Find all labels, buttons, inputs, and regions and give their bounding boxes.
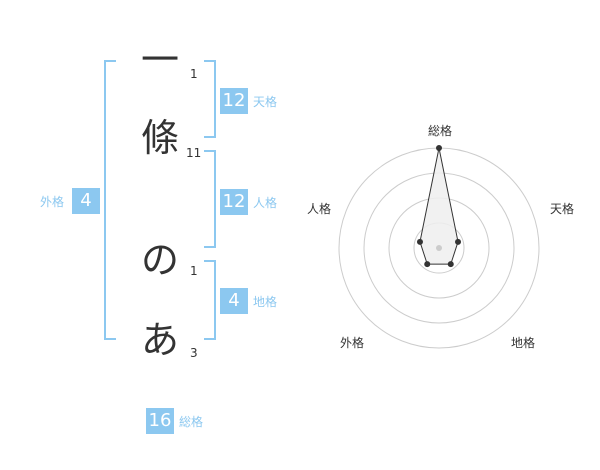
radar-point-3 [424, 261, 431, 268]
stroke-count-2: 11 [186, 146, 202, 160]
radar-point-0 [436, 145, 442, 151]
stroke-count-3: 1 [190, 264, 198, 278]
stroke-count-4: 3 [190, 346, 198, 360]
radar-axis-label-soukaku: 総格 [428, 124, 453, 138]
name-char-4: あ [140, 318, 179, 362]
tenkaku-label: 天格 [253, 95, 278, 109]
radar-axis-label-chikaku: 地格 [511, 336, 536, 350]
name-char-1: 一 [140, 38, 179, 82]
radar-axis-label-tenkaku: 天格 [550, 202, 575, 216]
radar-area [419, 147, 459, 265]
jinkaku-label: 人格 [253, 196, 278, 210]
soukaku-value: 16 [146, 408, 174, 434]
gaikaku-label: 外格 [40, 195, 65, 209]
radar-axis-label-gaikaku: 外格 [340, 336, 365, 350]
name-char-3: の [140, 238, 179, 282]
jinkaku-value: 12 [220, 189, 248, 215]
radar-point-4 [416, 238, 423, 245]
radar-center-dot [436, 245, 442, 251]
radar-point-1 [455, 238, 462, 245]
soukaku-label: 総格 [179, 415, 204, 429]
radar-point-2 [447, 261, 454, 268]
gaikaku-value: 4 [72, 188, 100, 214]
tenkaku-value: 12 [220, 88, 248, 114]
stroke-count-1: 1 [190, 67, 198, 81]
name-char-2: 條 [140, 116, 179, 160]
chikaku-value: 4 [220, 288, 248, 314]
radar-axis-label-jinkaku: 人格 [307, 202, 332, 216]
chikaku-label: 地格 [253, 295, 278, 309]
